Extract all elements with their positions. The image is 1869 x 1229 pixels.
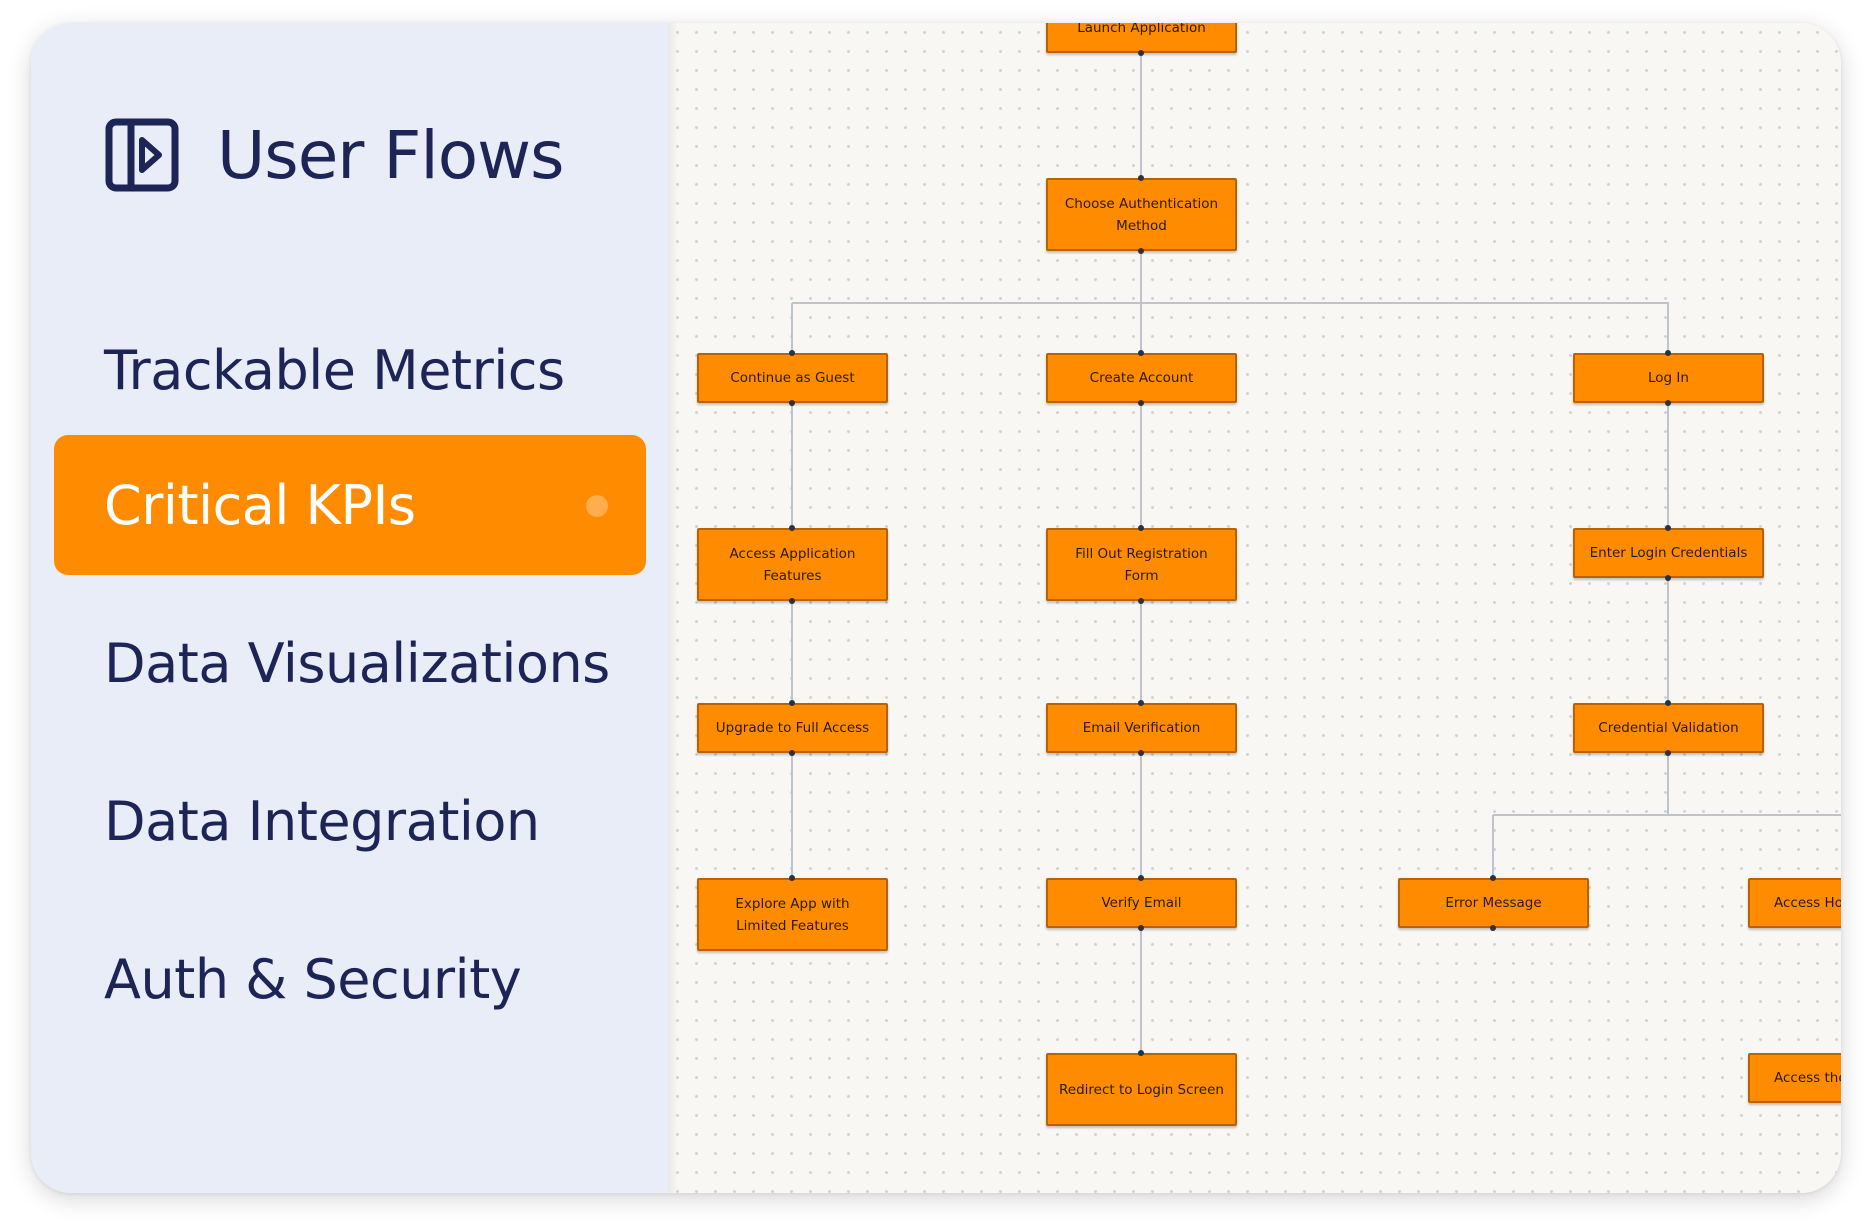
connector-port[interactable] [1138,598,1144,604]
connector-port[interactable] [1665,750,1671,756]
connector-port[interactable] [1490,875,1496,881]
node-label: Enter Login Credentials [1589,545,1748,561]
nav-item-label: Critical KPIs [104,473,416,537]
node-label: Error Message [1445,895,1542,911]
flow-node-access-the-clipped[interactable]: Access the [1748,1053,1841,1103]
app-card: User Flows Trackable Metrics Critical KP… [31,23,1841,1193]
connector-port[interactable] [1138,700,1144,706]
connector-port[interactable] [1665,400,1671,406]
node-label: Create Account [1089,370,1194,386]
nav-item-trackable-metrics[interactable]: Trackable Metrics [54,300,646,440]
node-label: Explore App with Limited Features [735,895,850,934]
nav-item-label: Trackable Metrics [104,338,565,402]
nav-item-auth-security[interactable]: Auth & Security [54,909,646,1049]
flow-node-choose-authentication-method[interactable]: Choose Authentication Method [1046,178,1237,251]
connector-port[interactable] [1138,50,1144,56]
page-title: User Flows [217,116,564,194]
flow-node-access-application-features[interactable]: Access Application Features [697,528,888,601]
node-label: Email Verification [1082,720,1201,736]
nav-item-label: Data Integration [104,789,540,853]
flow-node-upgrade-to-full-access[interactable]: Upgrade to Full Access [697,703,888,753]
flow-node-launch-application[interactable]: Launch Application [1046,23,1237,53]
flow-node-fill-out-registration-form[interactable]: Fill Out Registration Form [1046,528,1237,601]
connector-port[interactable] [1138,400,1144,406]
node-label: Redirect to Login Screen [1059,1081,1224,1098]
connector-port[interactable] [789,875,795,881]
node-label: Access Ho [1774,895,1841,911]
connector-port[interactable] [1138,248,1144,254]
connector-port[interactable] [789,400,795,406]
node-label: Credential Validation [1598,720,1739,736]
connector-lines [791,53,1841,1053]
connector-port[interactable] [1665,700,1671,706]
connector-port[interactable] [1138,1050,1144,1056]
flow-node-enter-login-credentials[interactable]: Enter Login Credentials [1573,528,1764,578]
connector-port[interactable] [789,700,795,706]
node-label: Access the [1774,1070,1841,1086]
connector-port[interactable] [789,750,795,756]
nav-item-label: Data Visualizations [104,631,610,695]
connector-port[interactable] [1665,525,1671,531]
flow-node-verify-email[interactable]: Verify Email [1046,878,1237,928]
connector-port[interactable] [1138,750,1144,756]
connector-port[interactable] [789,598,795,604]
flow-node-redirect-to-login[interactable]: Redirect to Login Screen [1046,1053,1237,1126]
connector-port[interactable] [789,525,795,531]
flow-node-log-in[interactable]: Log In [1573,353,1764,403]
flow-node-email-verification[interactable]: Email Verification [1046,703,1237,753]
nav-item-data-visualizations[interactable]: Data Visualizations [54,593,646,733]
active-indicator-dot [586,495,608,517]
flowchart-canvas[interactable]: Launch Application Choose Authentication… [668,23,1841,1193]
connector-port[interactable] [1665,575,1671,581]
flow-node-access-home-clipped[interactable]: Access Ho [1748,878,1841,928]
node-label: Upgrade to Full Access [715,720,870,736]
connector-line [791,251,1669,353]
brand: User Flows [105,115,564,195]
connector-port[interactable] [1490,925,1496,931]
node-label: Verify Email [1101,895,1182,911]
sidebar: User Flows Trackable Metrics Critical KP… [31,23,668,1193]
connector-port[interactable] [789,350,795,356]
connector-line [1492,403,1841,878]
node-label: Continue as Guest [730,370,855,386]
flow-node-explore-app-limited[interactable]: Explore App with Limited Features [697,878,888,951]
node-label: Log In [1648,370,1689,386]
flow-node-credential-validation[interactable]: Credential Validation [1573,703,1764,753]
canvas-edge-shadow [668,23,678,1193]
flow-node-create-account[interactable]: Create Account [1046,353,1237,403]
connector-port[interactable] [1138,350,1144,356]
node-label: Launch Application [1077,23,1206,36]
connector-port[interactable] [1138,175,1144,181]
connector-port[interactable] [1138,875,1144,881]
node-label: Fill Out Registration Form [1075,545,1208,584]
flow-node-continue-as-guest[interactable]: Continue as Guest [697,353,888,403]
nav-item-data-integration[interactable]: Data Integration [54,751,646,891]
nav-item-critical-kpis[interactable]: Critical KPIs [54,435,646,575]
nav-item-label: Auth & Security [104,947,522,1011]
connector-port[interactable] [1138,925,1144,931]
node-label: Choose Authentication Method [1064,195,1219,234]
connector-port[interactable] [1138,525,1144,531]
node-label: Access Application Features [729,545,856,584]
connector-port[interactable] [1665,350,1671,356]
flow-node-error-message[interactable]: Error Message [1398,878,1589,928]
sidebar-toggle-icon[interactable] [105,118,179,192]
